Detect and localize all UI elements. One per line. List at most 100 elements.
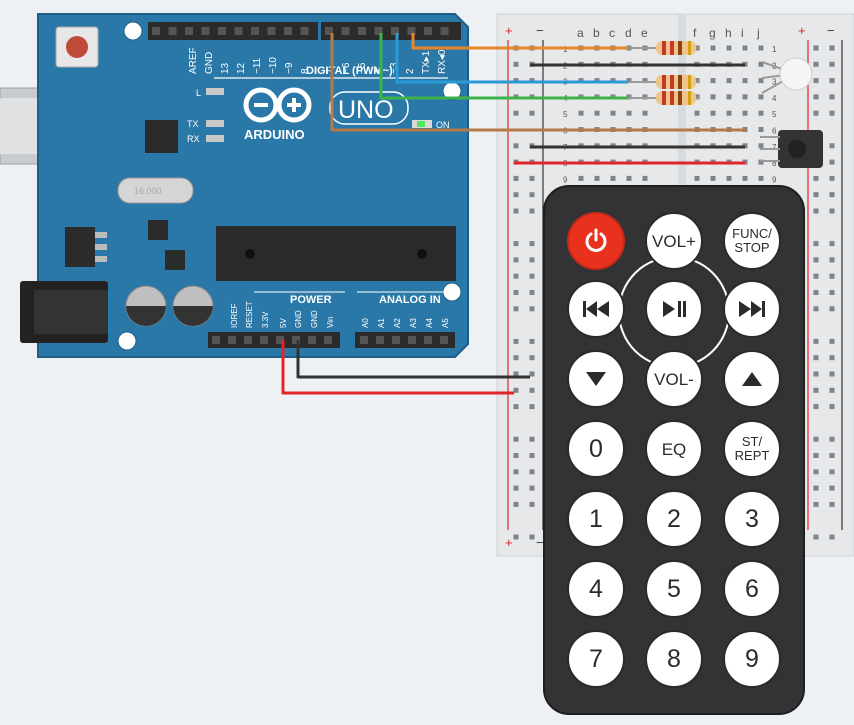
breadboard-hole[interactable] (758, 78, 764, 84)
breadboard-hole[interactable] (829, 404, 835, 410)
breadboard-hole[interactable] (742, 94, 748, 100)
breadboard-hole[interactable] (513, 338, 519, 344)
breadboard-hole[interactable] (578, 175, 584, 181)
resistor[interactable] (628, 91, 700, 105)
breadboard-hole[interactable] (758, 175, 764, 181)
header-pin[interactable] (324, 336, 332, 344)
eq-button[interactable]: EQ (645, 420, 703, 478)
digit-button-7[interactable]: 7 (567, 630, 625, 688)
breadboard-hole[interactable] (829, 208, 835, 214)
rewind-button[interactable] (567, 280, 625, 338)
breadboard-hole[interactable] (529, 371, 535, 377)
breadboard-hole[interactable] (642, 175, 648, 181)
breadboard-hole[interactable] (513, 485, 519, 491)
breadboard-hole[interactable] (529, 306, 535, 312)
breadboard-hole[interactable] (829, 45, 835, 51)
breadboard-hole[interactable] (742, 45, 748, 51)
digit-button-1[interactable]: 1 (567, 490, 625, 548)
breadboard-hole[interactable] (829, 469, 835, 475)
breadboard-hole[interactable] (813, 534, 819, 540)
breadboard-hole[interactable] (529, 175, 535, 181)
header-pin[interactable] (341, 27, 350, 35)
breadboard-hole[interactable] (813, 257, 819, 263)
breadboard-hole[interactable] (578, 110, 584, 116)
breadboard-hole[interactable] (642, 110, 648, 116)
up-button[interactable] (723, 350, 781, 408)
breadboard-hole[interactable] (813, 453, 819, 458)
vol-up-button[interactable]: VOL+ (645, 212, 703, 270)
breadboard-hole[interactable] (829, 306, 835, 312)
vol-down-button[interactable]: VOL- (645, 350, 703, 408)
rgb-led[interactable] (779, 57, 813, 91)
header-pin[interactable] (251, 27, 259, 35)
breadboard-hole[interactable] (758, 143, 764, 149)
breadboard-hole[interactable] (829, 534, 835, 540)
breadboard-hole[interactable] (513, 143, 519, 149)
digit-button-8[interactable]: 8 (645, 630, 703, 688)
header-pin[interactable] (358, 27, 366, 35)
breadboard-hole[interactable] (758, 110, 764, 116)
breadboard-hole[interactable] (694, 175, 700, 181)
breadboard-hole[interactable] (829, 273, 835, 279)
fast-forward-button[interactable] (723, 280, 781, 338)
breadboard-hole[interactable] (626, 94, 632, 100)
breadboard-hole[interactable] (813, 355, 819, 361)
header-pin[interactable] (260, 336, 268, 344)
breadboard-hole[interactable] (813, 192, 819, 198)
resistor[interactable] (628, 75, 700, 89)
header-pin[interactable] (276, 336, 284, 344)
header-pin[interactable] (292, 336, 300, 344)
breadboard-hole[interactable] (813, 387, 819, 393)
breadboard-hole[interactable] (513, 371, 519, 377)
breadboard-hole[interactable] (829, 436, 835, 442)
breadboard-hole[interactable] (813, 241, 819, 247)
breadboard-hole[interactable] (529, 208, 535, 214)
breadboard-hole[interactable] (726, 175, 732, 181)
header-pin[interactable] (325, 27, 333, 35)
breadboard-hole[interactable] (829, 355, 835, 361)
breadboard-hole[interactable] (513, 387, 519, 393)
breadboard-hole[interactable] (829, 143, 835, 149)
breadboard-hole[interactable] (710, 45, 716, 51)
breadboard-hole[interactable] (813, 501, 819, 507)
breadboard-hole[interactable] (513, 453, 519, 458)
breadboard-hole[interactable] (813, 306, 819, 312)
breadboard-hole[interactable] (813, 94, 819, 100)
breadboard-hole[interactable] (529, 501, 535, 507)
breadboard-hole[interactable] (513, 436, 519, 442)
breadboard-hole[interactable] (626, 110, 632, 116)
breadboard-hole[interactable] (529, 192, 535, 198)
breadboard-hole[interactable] (529, 534, 535, 540)
breadboard-hole[interactable] (513, 290, 519, 295)
breadboard-hole[interactable] (642, 78, 648, 84)
breadboard-hole[interactable] (529, 110, 535, 116)
breadboard-hole[interactable] (513, 534, 519, 540)
breadboard-hole[interactable] (813, 61, 819, 67)
breadboard-hole[interactable] (529, 273, 535, 279)
header-pin[interactable] (300, 27, 309, 35)
header-pin[interactable] (218, 27, 226, 35)
breadboard-hole[interactable] (813, 485, 819, 491)
breadboard-hole[interactable] (594, 175, 600, 181)
resistor[interactable] (628, 41, 700, 55)
breadboard-hole[interactable] (829, 338, 835, 344)
breadboard-hole[interactable] (829, 175, 835, 181)
breadboard-hole[interactable] (626, 175, 632, 181)
breadboard-hole[interactable] (513, 355, 519, 361)
breadboard-hole[interactable] (529, 469, 535, 475)
header-pin[interactable] (284, 27, 292, 35)
breadboard-hole[interactable] (710, 110, 716, 116)
breadboard-hole[interactable] (529, 387, 535, 393)
digit-button-5[interactable]: 5 (645, 560, 703, 618)
breadboard-hole[interactable] (513, 175, 519, 181)
header-pin[interactable] (376, 336, 384, 344)
breadboard-hole[interactable] (813, 110, 819, 116)
breadboard-hole[interactable] (694, 110, 700, 116)
header-pin[interactable] (168, 27, 177, 35)
header-pin[interactable] (228, 336, 236, 344)
header-pin[interactable] (407, 27, 416, 35)
breadboard-hole[interactable] (742, 175, 748, 181)
breadboard-hole[interactable] (710, 94, 716, 100)
breadboard-hole[interactable] (529, 241, 535, 247)
breadboard-hole[interactable] (813, 208, 819, 214)
